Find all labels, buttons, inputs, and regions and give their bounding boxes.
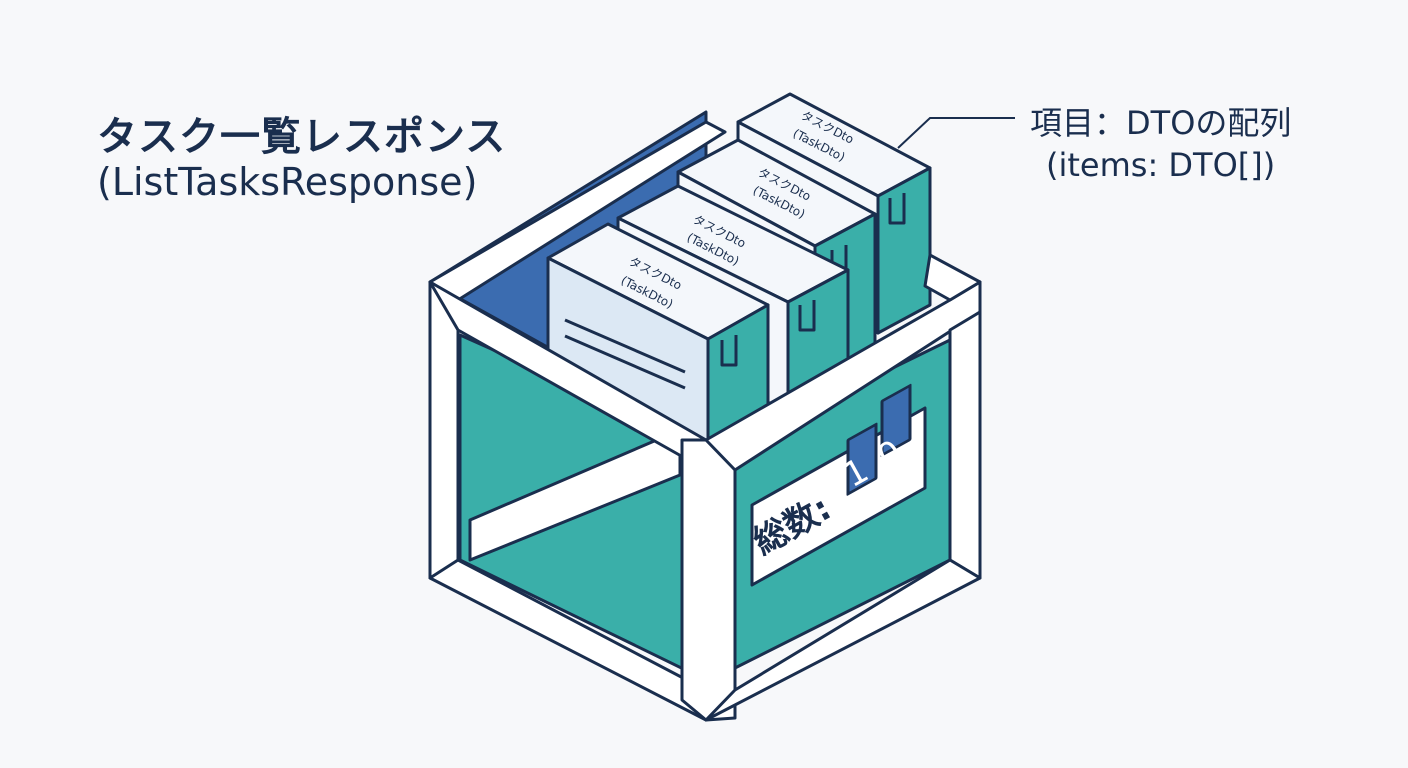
- diagram-title: タスク一覧レスポンス: [97, 114, 507, 160]
- box-frame-right-edge: [948, 310, 982, 580]
- box-frame-front-right-top: [704, 280, 982, 472]
- box-left-brace: [468, 428, 682, 562]
- items-callout-leader: [897, 117, 1015, 149]
- box-frame-left-edge: [428, 280, 460, 590]
- items-callout-label: 項目：DTOの配列: [1030, 104, 1292, 142]
- items-callout-type: (items: DTO[]): [1046, 146, 1276, 184]
- box-frame-front-edge: [680, 438, 737, 722]
- total-digit-box-2: [880, 383, 912, 457]
- box-frame-bottom-right: [704, 558, 982, 722]
- total-digit-box-1: [846, 422, 878, 496]
- diagram-subtitle: (ListTasksResponse): [97, 160, 478, 204]
- box-frame-top-right: [923, 253, 982, 302]
